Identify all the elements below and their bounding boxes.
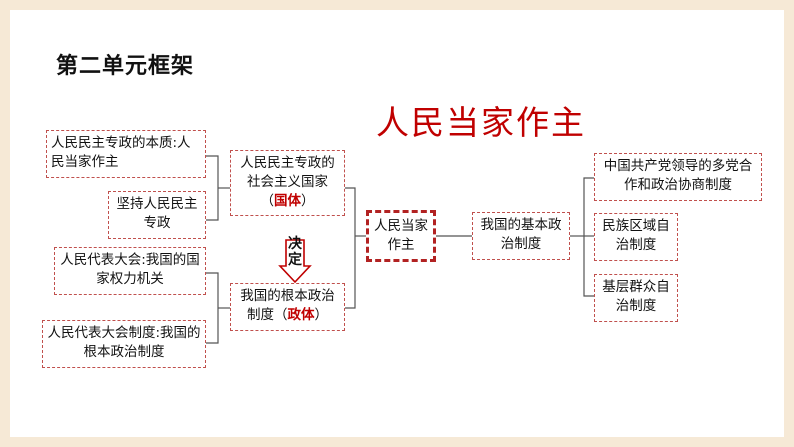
- box-grassroots-autonomy: 基层群众自治制度: [594, 274, 678, 322]
- slide: 第二单元框架 人民当家作主 人民民主专政的本质:人民当家作主 坚持人民民主专政 …: [10, 10, 784, 437]
- decide-arrow-icon: [278, 239, 312, 284]
- box-dictatorship-essence: 人民民主专政的本质:人民当家作主: [46, 130, 206, 178]
- page-title: 第二单元框架: [56, 54, 195, 79]
- box-state-nature: 人民民主专政的社会主义国家（国体）: [230, 150, 345, 216]
- box-npc: 人民代表大会:我国的国家权力机关: [54, 247, 206, 295]
- box-multiparty-cooperation: 中国共产党领导的多党合作和政治协商制度: [594, 153, 762, 201]
- connector-lines: [206, 155, 594, 344]
- bracket-right: [583, 177, 594, 297]
- bracket-left-lower: [206, 272, 219, 344]
- fundamental-system-tail: ）: [314, 307, 329, 323]
- bracket-left-upper: [206, 155, 219, 221]
- fundamental-system-text: 我国的根本政治制度（: [240, 288, 335, 323]
- box-center-node: 人民当家作主: [366, 210, 436, 262]
- fundamental-system-highlight: 政体: [287, 307, 315, 323]
- main-title: 人民当家作主: [376, 103, 586, 142]
- box-uphold-dictatorship: 坚持人民民主专政: [108, 191, 206, 239]
- decide-label: 决定: [288, 236, 302, 268]
- state-nature-tail: ）: [301, 193, 315, 209]
- state-nature-text: 人民民主专政的社会主义国家（: [240, 155, 335, 209]
- box-basic-system: 我国的基本政治制度: [472, 212, 570, 260]
- box-npc-system: 人民代表大会制度:我国的根本政治制度: [42, 320, 206, 368]
- box-fundamental-system: 我国的根本政治制度（政体）: [230, 283, 345, 331]
- bracket-middle: [345, 187, 356, 309]
- state-nature-highlight: 国体: [274, 193, 301, 209]
- box-regional-autonomy: 民族区域自治制度: [594, 213, 678, 261]
